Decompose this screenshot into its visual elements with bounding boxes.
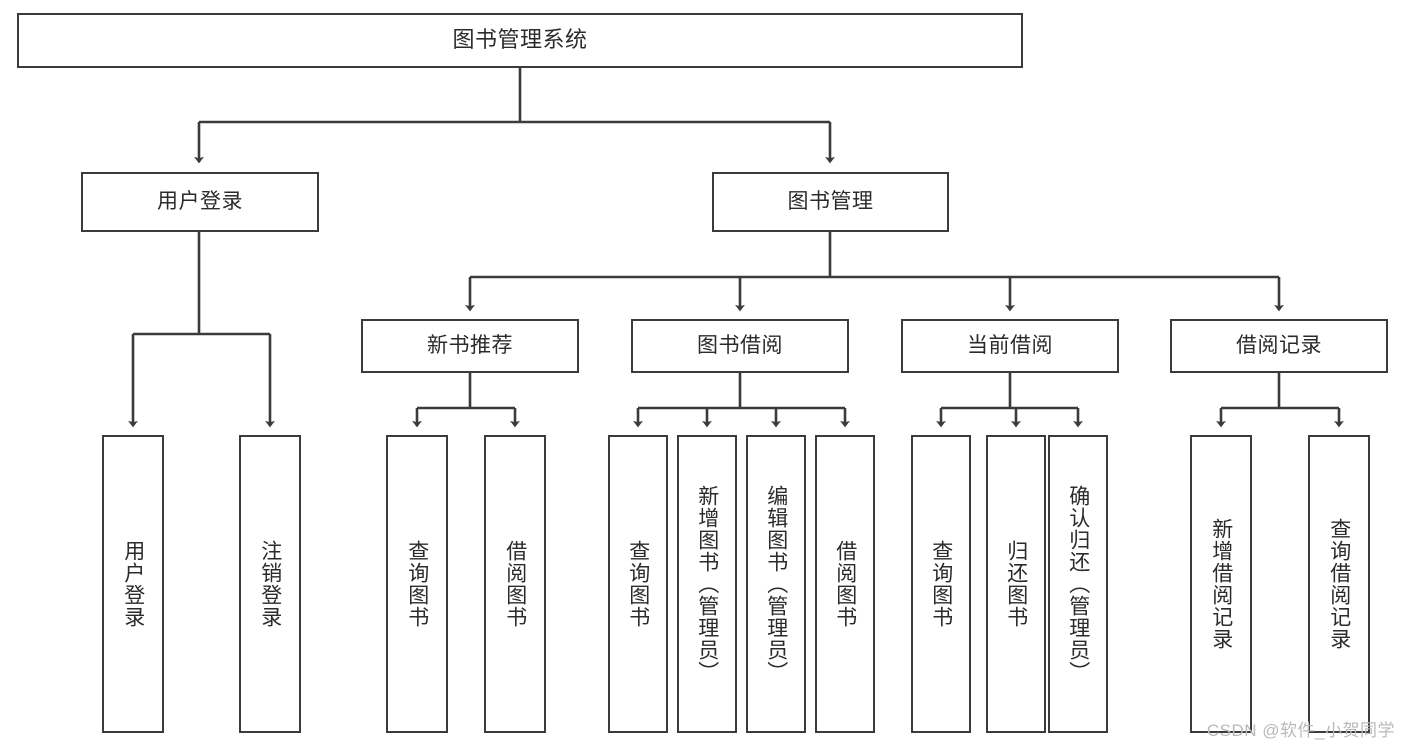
node-label: 查询图书 (626, 540, 650, 628)
node-new-book-recommendation[interactable]: 新书推荐 (361, 319, 579, 373)
leaf-query-books-current[interactable]: 查询图书 (911, 435, 971, 733)
node-current-borrowing[interactable]: 当前借阅 (901, 319, 1119, 373)
node-label: 查询图书 (405, 540, 429, 628)
node-root-system[interactable]: 图书管理系统 (17, 13, 1023, 68)
node-label: 确认归还（管理员） (1066, 485, 1090, 683)
node-label: 图书借阅 (697, 334, 783, 358)
node-label: 新增借阅记录 (1209, 518, 1233, 650)
leaf-return-books[interactable]: 归还图书 (986, 435, 1046, 733)
watermark-text: CSDN @软件_小贺同学 (1206, 721, 1395, 740)
leaf-query-books-borrowing[interactable]: 查询图书 (608, 435, 668, 733)
node-label: 借阅记录 (1236, 334, 1322, 358)
node-label: 编辑图书（管理员） (764, 485, 788, 683)
leaf-add-book-admin[interactable]: 新增图书（管理员） (677, 435, 737, 733)
node-label: 图书管理系统 (452, 27, 588, 53)
node-label: 当前借阅 (967, 334, 1053, 358)
leaf-query-borrow-record[interactable]: 查询借阅记录 (1308, 435, 1370, 733)
leaf-query-books-recommendation[interactable]: 查询图书 (386, 435, 448, 733)
leaf-borrow-books-recommendation[interactable]: 借阅图书 (484, 435, 546, 733)
node-label: 用户登录 (121, 540, 145, 628)
node-label: 新书推荐 (427, 334, 513, 358)
node-label: 归还图书 (1004, 540, 1028, 628)
node-label: 图书管理 (787, 190, 874, 214)
node-label: 查询借阅记录 (1327, 518, 1351, 650)
node-label: 用户登录 (157, 190, 243, 214)
node-label: 借阅图书 (833, 540, 857, 628)
leaf-user-login[interactable]: 用户登录 (102, 435, 164, 733)
node-label: 新增图书（管理员） (695, 485, 719, 683)
leaf-edit-book-admin[interactable]: 编辑图书（管理员） (746, 435, 806, 733)
leaf-add-borrow-record[interactable]: 新增借阅记录 (1190, 435, 1252, 733)
node-label: 查询图书 (929, 540, 953, 628)
node-label: 注销登录 (258, 540, 282, 628)
leaf-confirm-return-admin[interactable]: 确认归还（管理员） (1048, 435, 1108, 733)
node-book-borrowing[interactable]: 图书借阅 (631, 319, 849, 373)
leaf-logout[interactable]: 注销登录 (239, 435, 301, 733)
leaf-borrow-books-borrowing[interactable]: 借阅图书 (815, 435, 875, 733)
node-user-login[interactable]: 用户登录 (81, 172, 319, 232)
node-label: 借阅图书 (503, 540, 527, 628)
node-borrow-records[interactable]: 借阅记录 (1170, 319, 1388, 373)
node-book-management[interactable]: 图书管理 (712, 172, 949, 232)
